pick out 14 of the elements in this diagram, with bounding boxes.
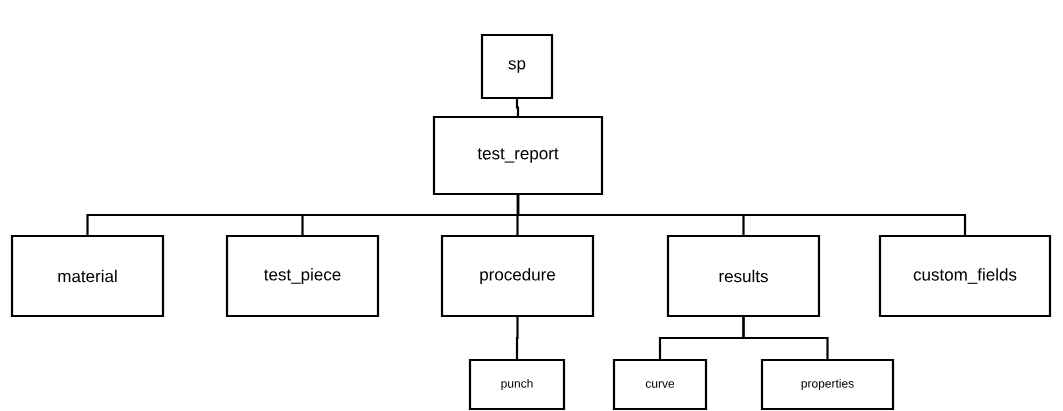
connector-line xyxy=(515,317,519,359)
tree-box: sp xyxy=(480,33,554,100)
tree-box: procedure xyxy=(440,234,595,318)
tree-box: test_piece xyxy=(225,234,380,318)
connector-line xyxy=(742,317,829,359)
connector-line xyxy=(516,195,967,235)
tree-box: material xyxy=(10,234,165,318)
tree-box: properties xyxy=(760,358,895,411)
tree-box: custom_fields xyxy=(878,234,1052,318)
tree-box: punch xyxy=(468,358,566,411)
tree-box: curve xyxy=(612,358,708,411)
tree-box: test_report xyxy=(432,115,604,196)
tree-box: results xyxy=(666,234,821,318)
connector-line xyxy=(515,99,520,116)
